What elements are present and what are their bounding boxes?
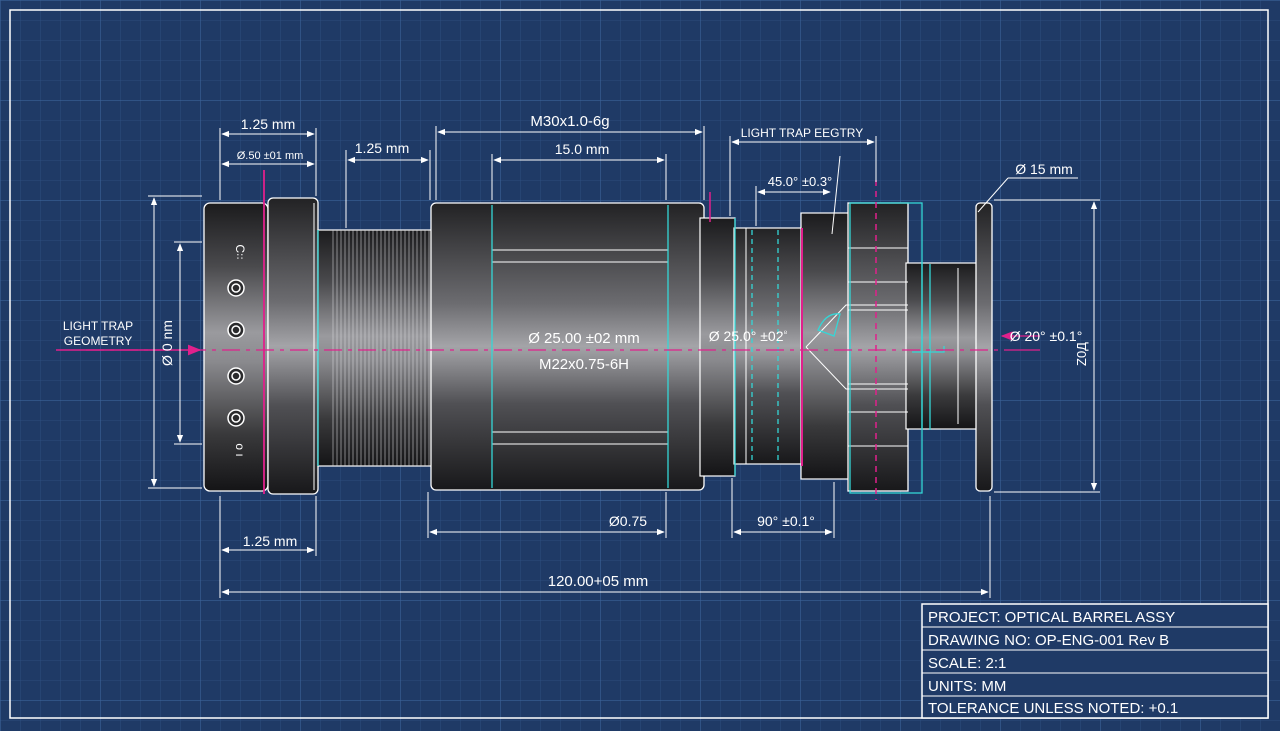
magenta-accents [86, 170, 1040, 500]
left-label-line2: GEOMETRY [64, 334, 132, 348]
flange-hole-2 [227, 321, 245, 339]
barrel-part [203, 197, 993, 495]
collar [267, 197, 319, 495]
dim-body-dia: Ø 25.00 ±02 mm [528, 330, 640, 347]
flange-hole-3 [227, 367, 245, 385]
flange-mark-top: C꞉꞉ [233, 244, 247, 259]
flange-hole-1 [227, 279, 245, 297]
dim-left-dia: Ø 0 nm [159, 320, 175, 366]
hex-nut [847, 202, 909, 492]
dim-right-vertical: Z0Д [1074, 342, 1089, 366]
title-block: PROJECT: OPTICAL BARREL ASSY DRAWING NO:… [921, 603, 1269, 719]
title-tolerance: TOLERANCE UNLESS NOTED: +0.1 [928, 700, 1178, 717]
dim-bottom-angle: 90° ±0.1° [757, 513, 815, 529]
end-flange [975, 202, 993, 492]
dim-thread-spec: M30x1.0-6g [530, 113, 609, 130]
dimension-lines [148, 126, 1100, 598]
dim-bottom-dia: Ø0.75 [609, 513, 647, 529]
dim-flange-width: 1.25 mm [241, 116, 295, 132]
cyan-accents [317, 202, 945, 494]
dim-end-dia-tol: Ø 20° ±0.1° [1010, 328, 1083, 344]
dim-inner-dia: Ø 25.0° ±02⁸ [709, 328, 788, 344]
dim-thread-len: 1.25 mm [355, 140, 409, 156]
dim-body-len: 15.0 mm [555, 141, 609, 157]
dim-end-dia: Ø 15 mm [1015, 161, 1073, 177]
narrow-barrel [733, 227, 803, 465]
flange-holes [227, 279, 245, 427]
title-drawing-no: DRAWING NO: OP-ENG-001 Rev B [928, 632, 1169, 649]
dim-bottom-width: 1.25 mm [243, 533, 297, 549]
dim-flange-dia: Ø.50 ±01 mm [237, 150, 304, 162]
dimension-arrows [150, 128, 1098, 596]
dim-light-trap-top: LIGHT TRAP EEGTRY [741, 126, 863, 140]
title-project: PROJECT: OPTICAL BARREL ASSY [928, 609, 1175, 626]
title-scale: SCALE: 2:1 [928, 655, 1006, 672]
step-ring [699, 217, 736, 477]
flange-hole-4 [227, 409, 245, 427]
dim-inner-dia-sup: ⁸ [783, 328, 787, 338]
thread-lines [332, 230, 430, 466]
dim-angle-top: 45.0° ±0.3° [768, 174, 833, 189]
title-units: UNITS: MM [928, 678, 1006, 695]
dim-body-thread: M22x0.75-6H [539, 356, 629, 373]
hex-collar [800, 212, 852, 480]
flange-mark-bottom: o ı [233, 443, 247, 456]
left-label-line1: LIGHT TRAP [63, 319, 133, 333]
neck [905, 262, 979, 430]
sheet-border [9, 9, 1269, 719]
dim-overall: 120.00+05 mm [548, 573, 648, 590]
